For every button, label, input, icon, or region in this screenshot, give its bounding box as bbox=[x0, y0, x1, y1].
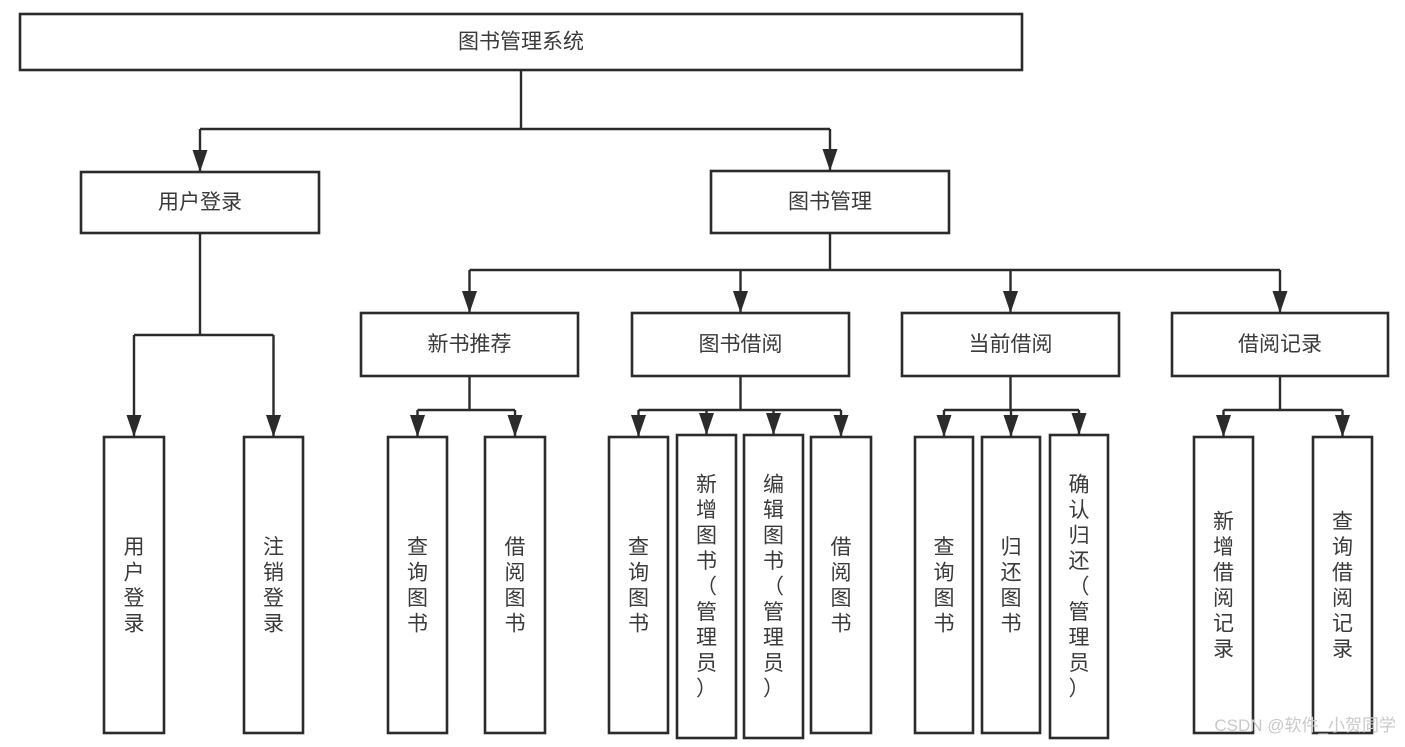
arrow-head-current-2 bbox=[1071, 413, 1087, 435]
node-label-当前借阅: 当前借阅 bbox=[969, 333, 1053, 356]
node-label-新增图书管理员: 新增图书（管理员） bbox=[696, 474, 717, 701]
node-box-图书借阅[interactable] bbox=[630, 311, 851, 378]
node-box-新增图书管理员[interactable] bbox=[675, 433, 738, 740]
node-box-归还图书[interactable] bbox=[980, 435, 1042, 735]
arrow-head-record-1 bbox=[1335, 415, 1350, 437]
node-新增借阅记录[interactable]: 新增借阅记录 bbox=[1192, 435, 1255, 735]
arrow-head-root-1 bbox=[822, 149, 838, 171]
node-用户登录[interactable]: 用户登录 bbox=[79, 170, 321, 235]
arrow-head-borrow-1 bbox=[699, 413, 714, 435]
node-label-图书借阅: 图书借阅 bbox=[699, 333, 783, 356]
arrow-head-book-mgmt-2 bbox=[1003, 291, 1018, 313]
node-label-查询借阅记录: 查询借阅记录 bbox=[1332, 510, 1353, 661]
node-label-图书管理系统: 图书管理系统 bbox=[458, 31, 584, 54]
node-注销登录[interactable]: 注销登录 bbox=[242, 435, 305, 735]
node-box-编辑图书管理员[interactable] bbox=[742, 433, 805, 740]
node-box-借阅记录[interactable] bbox=[1170, 311, 1390, 378]
node-查询图书[interactable]: 查询图书 bbox=[386, 435, 449, 735]
node-label-图书管理: 图书管理 bbox=[788, 191, 872, 214]
node-label-确认归还管理员: 确认归还（管理员） bbox=[1069, 474, 1090, 701]
arrow-head-new-book-0 bbox=[410, 415, 425, 437]
node-label-新增借阅记录: 新增借阅记录 bbox=[1213, 510, 1234, 661]
node-box-查询借阅记录[interactable] bbox=[1311, 435, 1374, 735]
node-box-新书推荐[interactable] bbox=[359, 311, 580, 378]
node-图书借阅[interactable]: 图书借阅 bbox=[630, 311, 851, 378]
node-借阅图书[interactable]: 借阅图书 bbox=[809, 435, 873, 735]
arrow-head-book-mgmt-1 bbox=[733, 291, 748, 313]
node-借阅图书[interactable]: 借阅图书 bbox=[483, 435, 547, 735]
arrow-head-user-login-1 bbox=[266, 415, 281, 437]
arrow-head-book-mgmt-3 bbox=[1272, 291, 1288, 313]
node-新增图书管理员[interactable]: 新增图书（管理员） bbox=[675, 433, 738, 740]
node-box-图书管理[interactable] bbox=[709, 169, 951, 235]
arrow-head-record-0 bbox=[1216, 415, 1231, 437]
arrow-head-user-login-0 bbox=[126, 415, 142, 437]
node-box-注销登录[interactable] bbox=[242, 435, 305, 735]
node-label-查询图书: 查询图书 bbox=[934, 536, 955, 636]
node-box-新增借阅记录[interactable] bbox=[1192, 435, 1255, 735]
node-box-查询图书[interactable] bbox=[607, 435, 670, 735]
node-查询借阅记录[interactable]: 查询借阅记录 bbox=[1311, 435, 1374, 735]
node-box-用户登录[interactable] bbox=[102, 435, 166, 735]
node-box-用户登录[interactable] bbox=[79, 170, 321, 235]
node-确认归还管理员[interactable]: 确认归还（管理员） bbox=[1048, 433, 1110, 740]
node-用户登录[interactable]: 用户登录 bbox=[102, 435, 166, 735]
arrow-head-borrow-2 bbox=[766, 413, 781, 435]
node-label-查询图书: 查询图书 bbox=[407, 536, 428, 636]
node-box-查询图书[interactable] bbox=[913, 435, 975, 735]
node-查询图书[interactable]: 查询图书 bbox=[607, 435, 670, 735]
node-label-用户登录: 用户登录 bbox=[124, 536, 145, 636]
node-图书管理系统[interactable]: 图书管理系统 bbox=[18, 12, 1024, 72]
node-借阅记录[interactable]: 借阅记录 bbox=[1170, 311, 1390, 378]
arrow-head-new-book-1 bbox=[507, 415, 523, 437]
arrow-head-root-0 bbox=[192, 150, 208, 172]
node-图书管理[interactable]: 图书管理 bbox=[709, 169, 951, 235]
csdn-watermark: CSDN @软件_小贺同学 bbox=[1214, 716, 1396, 735]
connectors-layer bbox=[126, 70, 1350, 437]
nodes-layer: 图书管理系统用户登录图书管理新书推荐图书借阅当前借阅借阅记录用户登录注销登录查询… bbox=[18, 12, 1390, 740]
arrow-head-borrow-0 bbox=[631, 415, 646, 437]
node-box-图书管理系统[interactable] bbox=[18, 12, 1024, 72]
arrow-head-borrow-3 bbox=[833, 415, 849, 437]
node-box-当前借阅[interactable] bbox=[900, 311, 1121, 378]
node-新书推荐[interactable]: 新书推荐 bbox=[359, 311, 580, 378]
node-查询图书[interactable]: 查询图书 bbox=[913, 435, 975, 735]
node-box-借阅图书[interactable] bbox=[483, 435, 547, 735]
node-box-借阅图书[interactable] bbox=[809, 435, 873, 735]
node-label-借阅图书: 借阅图书 bbox=[505, 536, 526, 636]
node-label-借阅记录: 借阅记录 bbox=[1238, 333, 1322, 356]
node-box-查询图书[interactable] bbox=[386, 435, 449, 735]
arrow-head-current-0 bbox=[936, 415, 952, 437]
node-label-用户登录: 用户登录 bbox=[158, 191, 242, 214]
node-label-借阅图书: 借阅图书 bbox=[831, 536, 852, 636]
node-当前借阅[interactable]: 当前借阅 bbox=[900, 311, 1121, 378]
node-box-确认归还管理员[interactable] bbox=[1048, 433, 1110, 740]
node-label-查询图书: 查询图书 bbox=[628, 536, 649, 636]
node-label-新书推荐: 新书推荐 bbox=[428, 333, 512, 356]
node-编辑图书管理员[interactable]: 编辑图书（管理员） bbox=[742, 433, 805, 740]
node-label-归还图书: 归还图书 bbox=[1001, 536, 1022, 636]
arrow-head-current-1 bbox=[1003, 415, 1019, 437]
arrow-head-book-mgmt-0 bbox=[462, 291, 477, 313]
node-label-编辑图书管理员: 编辑图书（管理员） bbox=[763, 474, 784, 701]
node-归还图书[interactable]: 归还图书 bbox=[980, 435, 1042, 735]
node-label-注销登录: 注销登录 bbox=[263, 536, 284, 636]
